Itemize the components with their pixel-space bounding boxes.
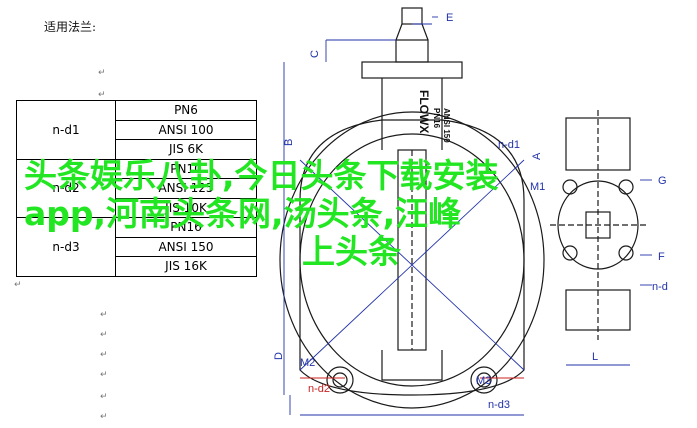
diagonal-line [299,159,525,371]
dimension-m3-label: M3 [476,375,491,387]
bottom-boss [381,350,443,381]
paragraph-mark-icon: ↵ [100,412,108,422]
paragraph-mark-icon: ↵ [100,310,108,320]
stem-top [401,7,423,25]
dimension-a-label: A [531,152,543,160]
dimension-l-label: L [592,351,598,363]
standard-cell: JIS 6K [115,139,257,160]
paragraph-mark-icon: ↵ [100,370,108,380]
disc-seat [299,133,525,387]
table-row: JIS 16K [17,256,257,277]
table-row: ANSI 125 [17,178,257,199]
table-row: JIS 6K [17,139,257,160]
stem-square [395,39,429,63]
paragraph-mark-icon: ↵ [98,68,106,78]
dimension-nd1-label: n-d1 [498,139,520,151]
dimension-g-label: G [658,175,667,187]
table-row: n-d3 PN16 [16,217,257,277]
paragraph-mark-icon: ↵ [98,90,106,100]
dimension-e-label: E [446,12,453,24]
top-flange [361,61,463,79]
dimension-nd3-label: n-d3 [488,399,510,411]
side-view-top [565,117,631,171]
brand-label: FLOWX [417,90,431,133]
model-label: ANSI 150 [442,108,451,143]
valve-body-outline [299,119,525,396]
dimension-b-label: B [283,139,295,146]
flange-spec-table: n-d1 PN6 ANSI 100 JIS 6K n-d2 PN10 ANSI … [16,100,257,277]
dimension-c-label: C [309,50,321,58]
standard-cell: ANSI 125 [115,178,257,199]
dimension-d-label: D [273,352,285,360]
bolt-hole-right [470,366,498,394]
dimension-m2-label: M2 [300,357,315,369]
model-label: PN16 [432,108,441,129]
group-label-cell: n-d2 [16,158,116,218]
bolt-hole-left [326,366,354,394]
outer-rim [279,111,545,409]
paragraph-mark-icon: ↵ [100,350,108,360]
dimension-m1-label: M1 [530,181,545,193]
group-label-cell: n-d3 [16,217,116,277]
dimension-nd2-label: n-d2 [308,383,330,395]
dimension-nd-side-label: n-d [652,281,668,293]
table-row: n-d2 PN10 [16,158,257,218]
paragraph-mark-icon: ↵ [14,280,22,290]
standard-cell: JIS 16K [115,256,257,277]
page-title: 适用法兰: [44,20,97,34]
dimension-f-label: F [658,251,665,263]
paragraph-mark-icon: ↵ [100,392,108,402]
paragraph-mark-icon: ↵ [100,330,108,340]
